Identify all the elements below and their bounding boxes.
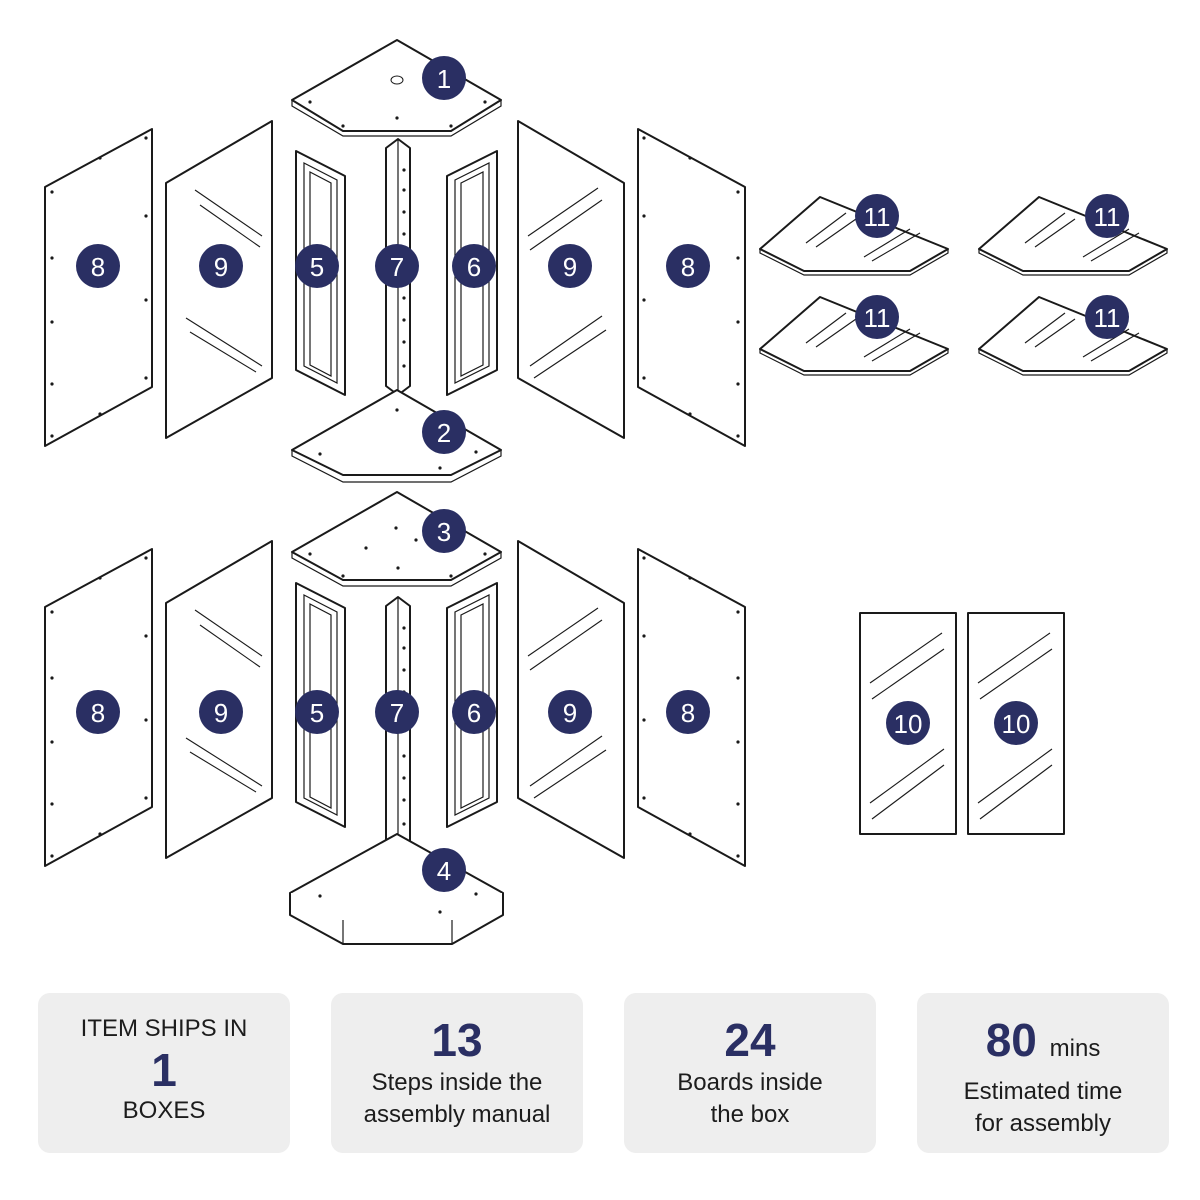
stat-boards-card: 24 Boards inside the box: [624, 993, 876, 1153]
glass-shelf-11-a: [759, 196, 949, 276]
base-board-4: [289, 833, 504, 945]
svg-text:8: 8: [91, 252, 105, 282]
badge-9-lower-left: 9: [199, 690, 243, 734]
svg-text:4: 4: [437, 856, 451, 886]
badge-10-right: 10: [994, 701, 1038, 745]
badge-7-upper: 7: [375, 244, 419, 288]
svg-text:8: 8: [681, 252, 695, 282]
stat-boxes-number: 1: [151, 1044, 177, 1096]
badge-11-a: 11: [855, 194, 899, 238]
svg-text:10: 10: [894, 709, 923, 739]
badge-8-upper-left: 8: [76, 244, 120, 288]
badge-9-upper-right: 9: [548, 244, 592, 288]
stat-time-card: 80 mins Estimated time for assembly: [917, 993, 1169, 1153]
badge-11-c: 11: [855, 295, 899, 339]
svg-text:8: 8: [681, 698, 695, 728]
svg-text:11: 11: [864, 202, 891, 232]
badge-4: 4: [422, 848, 466, 892]
stat-time-unit: mins: [1049, 1035, 1101, 1062]
svg-text:6: 6: [467, 698, 481, 728]
badge-8-lower-left: 8: [76, 690, 120, 734]
top-board-3: [291, 491, 502, 587]
badge-7-lower: 7: [375, 690, 419, 734]
svg-text:9: 9: [563, 698, 577, 728]
svg-text:8: 8: [91, 698, 105, 728]
stat-boards-line2: the box: [710, 1101, 790, 1128]
glass-shelf-11-c: [759, 296, 949, 376]
badge-9-upper-left: 9: [199, 244, 243, 288]
svg-text:3: 3: [437, 517, 451, 547]
badge-8-upper-right: 8: [666, 244, 710, 288]
badge-9-lower-right: 9: [548, 690, 592, 734]
badge-11-d: 11: [1085, 295, 1129, 339]
exploded-parts-diagram: 1 2 3 4 8 9 5 7 6 9 8 8 9 5 7 6 9 8 11 1…: [44, 39, 1168, 945]
badge-8-lower-right: 8: [666, 690, 710, 734]
svg-text:6: 6: [467, 252, 481, 282]
badge-5-lower: 5: [295, 690, 339, 734]
svg-text:9: 9: [214, 698, 228, 728]
stat-time-number: 80: [985, 1014, 1037, 1066]
badge-10-left: 10: [886, 701, 930, 745]
svg-text:2: 2: [437, 418, 451, 448]
stat-steps-card: 13 Steps inside the assembly manual: [331, 993, 583, 1153]
svg-text:11: 11: [864, 303, 891, 333]
stat-steps-line2: assembly manual: [363, 1101, 551, 1128]
svg-text:1: 1: [437, 64, 451, 94]
stat-time-line1: Estimated time: [963, 1078, 1123, 1105]
stat-steps-line1: Steps inside the: [371, 1069, 543, 1096]
svg-text:9: 9: [214, 252, 228, 282]
glass-shelf-11-b: [978, 196, 1168, 276]
stat-boxes-top: ITEM SHIPS IN: [80, 1015, 248, 1042]
badge-6-upper: 6: [452, 244, 496, 288]
stat-time-line2: for assembly: [974, 1110, 1112, 1137]
badge-11-b: 11: [1085, 194, 1129, 238]
svg-text:7: 7: [390, 698, 404, 728]
glass-shelf-11-d: [978, 296, 1168, 376]
stat-boxes-card: ITEM SHIPS IN 1 BOXES: [38, 993, 290, 1153]
svg-text:5: 5: [310, 252, 324, 282]
stat-boxes-bottom: BOXES: [122, 1097, 206, 1124]
svg-text:11: 11: [1094, 303, 1121, 333]
bottom-board-2: [291, 389, 502, 483]
svg-text:7: 7: [390, 252, 404, 282]
stat-boards-number: 24: [724, 1014, 776, 1066]
svg-text:11: 11: [1094, 202, 1121, 232]
badge-5-upper: 5: [295, 244, 339, 288]
stat-steps-number: 13: [431, 1014, 483, 1066]
badge-2: 2: [422, 410, 466, 454]
stat-time-row: 80 mins: [917, 1017, 1169, 1072]
svg-text:9: 9: [563, 252, 577, 282]
top-board-1: [291, 39, 502, 137]
svg-text:5: 5: [310, 698, 324, 728]
stat-boards-line1: Boards inside: [677, 1069, 823, 1096]
badge-1: 1: [422, 56, 466, 100]
badge-3: 3: [422, 509, 466, 553]
svg-text:10: 10: [1002, 709, 1031, 739]
badge-6-lower: 6: [452, 690, 496, 734]
